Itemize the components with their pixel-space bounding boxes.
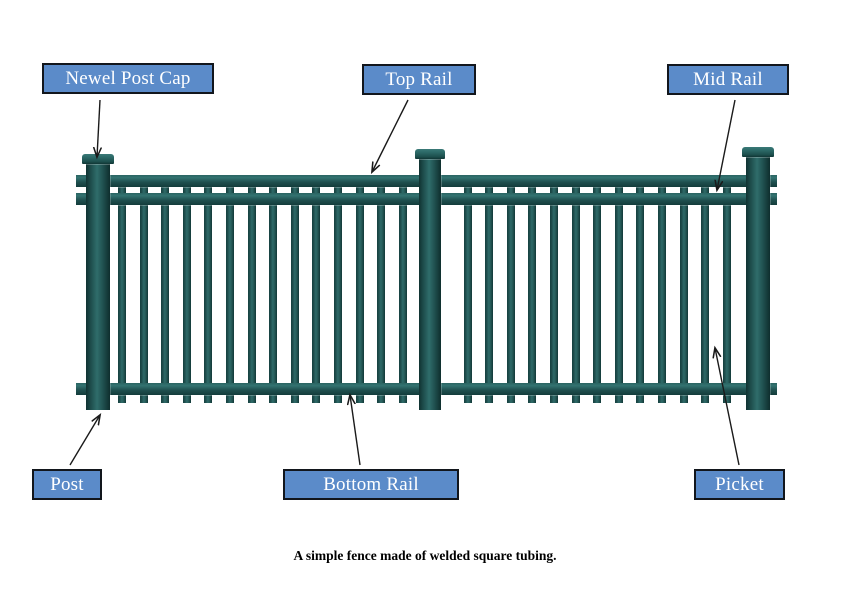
picket xyxy=(614,180,623,403)
center-post-front xyxy=(419,157,441,410)
picket xyxy=(679,180,688,403)
label-newel-post-cap-text: Newel Post Cap xyxy=(65,68,191,89)
picket xyxy=(571,180,580,403)
picket xyxy=(463,180,472,403)
label-picket[interactable]: Picket xyxy=(694,469,785,500)
left-post-cap xyxy=(82,154,114,164)
picket xyxy=(182,180,191,403)
label-post-text: Post xyxy=(50,474,84,495)
figure-caption: A simple fence made of welded square tub… xyxy=(293,548,557,563)
label-mid-rail-text: Mid Rail xyxy=(693,69,763,90)
center-post-cap xyxy=(415,149,445,159)
picket xyxy=(722,180,731,403)
picket xyxy=(528,180,537,403)
picket xyxy=(334,180,342,403)
picket xyxy=(550,180,558,403)
label-top-rail[interactable]: Top Rail xyxy=(362,64,476,95)
label-picket-text: Picket xyxy=(715,474,764,495)
picket xyxy=(701,180,710,403)
picket xyxy=(658,180,666,403)
right-post-cap xyxy=(742,147,774,157)
label-mid-rail[interactable]: Mid Rail xyxy=(667,64,789,95)
picket xyxy=(485,180,494,403)
picket xyxy=(247,180,256,403)
label-bottom-rail-text: Bottom Rail xyxy=(323,474,419,495)
picket xyxy=(139,180,148,403)
picket xyxy=(118,180,126,403)
picket xyxy=(506,180,515,403)
label-newel-post-cap[interactable]: Newel Post Cap xyxy=(42,63,214,94)
picket xyxy=(593,180,602,403)
label-top-rail-text: Top Rail xyxy=(385,69,453,90)
picket xyxy=(204,180,213,403)
picket xyxy=(377,180,386,403)
picket xyxy=(398,180,407,403)
right-post-front xyxy=(746,155,770,410)
left-post-front xyxy=(86,162,110,410)
label-bottom-rail[interactable]: Bottom Rail xyxy=(283,469,459,500)
picket xyxy=(312,180,321,403)
picket xyxy=(636,180,645,403)
picket xyxy=(290,180,299,403)
picket xyxy=(226,180,234,403)
picket xyxy=(355,180,364,403)
picket xyxy=(269,180,278,403)
picket xyxy=(161,180,170,403)
label-post[interactable]: Post xyxy=(32,469,102,500)
